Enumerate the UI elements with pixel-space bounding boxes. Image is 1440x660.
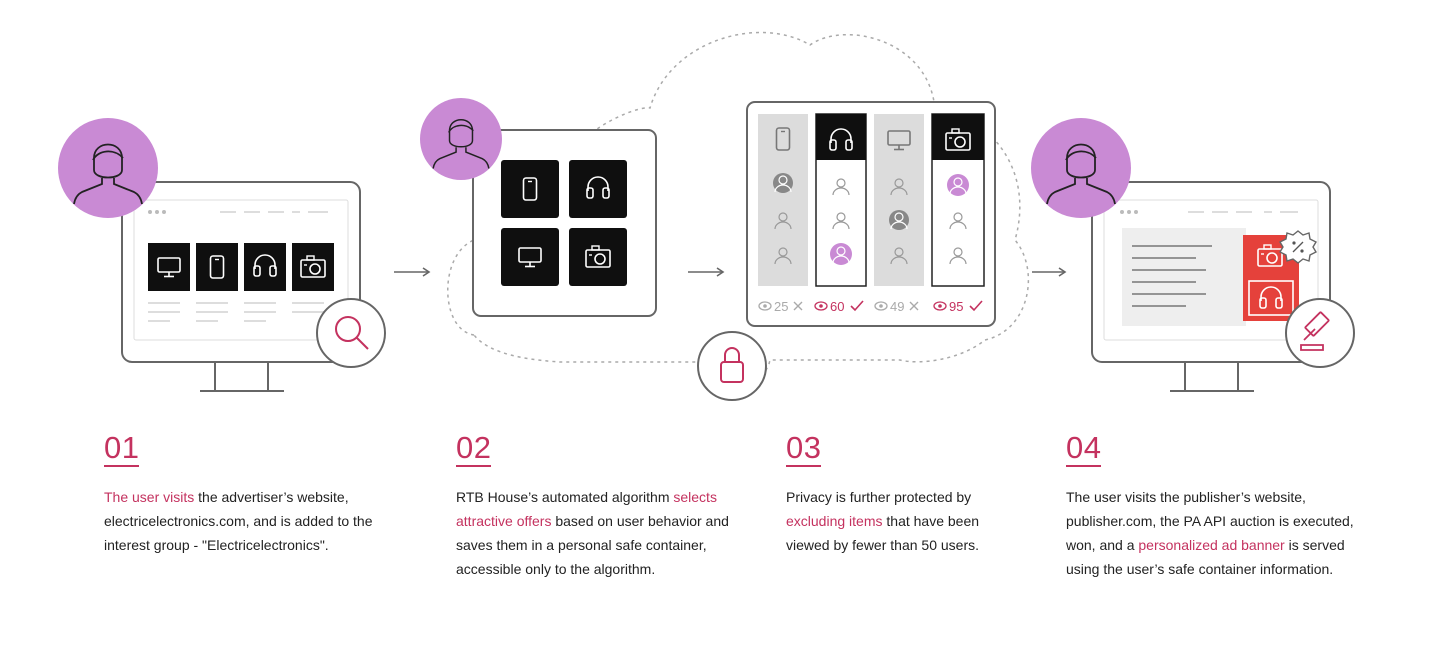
browser-dots xyxy=(148,210,166,214)
monitor-screen xyxy=(133,199,349,341)
close-icon xyxy=(909,301,919,311)
step-description: RTB House’s automated algorithm selects … xyxy=(456,489,729,577)
browser-dots xyxy=(1120,210,1138,214)
search-icon xyxy=(316,298,386,368)
check-icon xyxy=(969,300,983,312)
step-highlight: selects attractive offers xyxy=(456,489,717,529)
excluded-column xyxy=(874,114,924,286)
step-highlight: personalized ad banner xyxy=(1138,537,1285,553)
step-highlight: The user visits xyxy=(104,489,195,505)
step-1: 01 The user visits the advertiser’s webs… xyxy=(104,432,404,557)
view-count-value: 25 xyxy=(774,299,788,314)
publisher-article xyxy=(1122,228,1246,326)
user-avatar xyxy=(419,97,503,181)
view-count-2: 60 xyxy=(814,299,864,314)
auction-gavel-icon xyxy=(1285,298,1355,368)
content-lines xyxy=(148,302,324,322)
step3-illustration: 25 60 49 95 xyxy=(746,101,996,327)
step-4: 04 The user visits the publisher’s websi… xyxy=(1066,432,1356,581)
monitor-product-tile xyxy=(148,243,190,291)
arrow-icon xyxy=(394,267,431,277)
check-icon xyxy=(850,300,864,312)
percent-icon xyxy=(1279,230,1317,264)
step2-illustration xyxy=(419,97,657,317)
phone-product-tile xyxy=(196,243,238,291)
view-count-4: 95 xyxy=(933,299,983,314)
close-icon xyxy=(793,301,803,311)
user-avatar xyxy=(57,117,159,219)
step-number: 03 xyxy=(786,430,822,467)
step-2: 02 RTB House’s automated algorithm selec… xyxy=(456,432,736,581)
headphones-product-tile xyxy=(244,243,286,291)
arrow-icon xyxy=(1032,267,1067,277)
step-description: The user visits the publisher’s website,… xyxy=(1066,489,1354,577)
step4-illustration xyxy=(1030,117,1355,392)
arrow-icon xyxy=(688,267,725,277)
step-number: 01 xyxy=(104,430,140,467)
camera-product-tile xyxy=(292,243,334,291)
safe-container-box xyxy=(472,129,657,317)
step1-illustration xyxy=(57,117,386,392)
step-description: The user visits the advertiser’s website… xyxy=(104,489,373,553)
excluded-column xyxy=(758,114,808,286)
step-highlight: excluding items xyxy=(786,513,883,529)
view-count-3: 49 xyxy=(874,299,919,314)
step-description: Privacy is further protected by excludin… xyxy=(786,489,980,553)
view-count-1: 25 xyxy=(758,299,803,314)
view-count-value: 95 xyxy=(949,299,963,314)
step-number: 02 xyxy=(456,430,492,467)
view-count-value: 49 xyxy=(890,299,904,314)
view-count-value: 60 xyxy=(830,299,844,314)
user-avatar xyxy=(1030,117,1132,219)
lock-icon xyxy=(697,331,767,401)
article-lines xyxy=(1132,245,1212,307)
step-3: 03 Privacy is further protected by exclu… xyxy=(786,432,1026,557)
step-number: 04 xyxy=(1066,430,1102,467)
